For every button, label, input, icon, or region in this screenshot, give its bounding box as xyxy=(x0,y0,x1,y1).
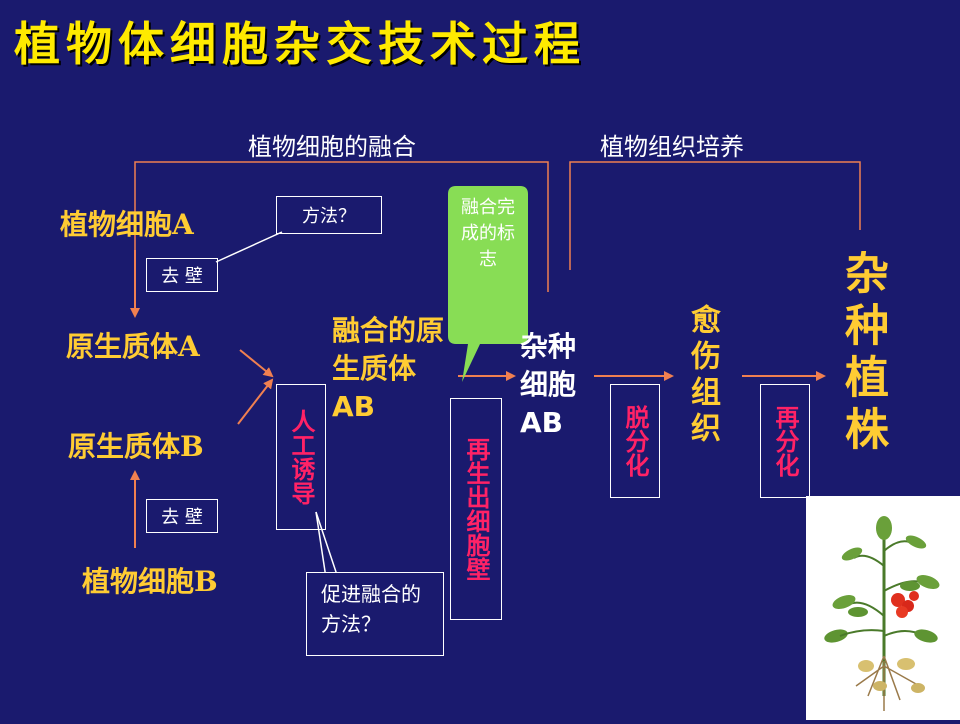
callus-label: 愈伤组织 xyxy=(685,304,720,448)
hybrid-plant-image xyxy=(806,496,960,720)
method-callout-pointer xyxy=(215,231,283,263)
plant-cell-b-label: 植物细胞B xyxy=(82,565,218,598)
protoplast-b-label: 原生质体B xyxy=(68,430,204,463)
induce-callout-pointer xyxy=(315,511,339,579)
artificial-induction-box: 人工诱导 xyxy=(276,384,326,530)
fusion-mark-text: 融合完成的标志 xyxy=(461,197,515,270)
tomato-potato-plant-icon xyxy=(824,516,940,711)
hybrid-plant-label: 杂种植株 xyxy=(837,250,888,458)
plant-cell-a-label: 植物细胞A xyxy=(60,208,194,241)
culture-bracket xyxy=(569,161,861,270)
page-title: 植物体细胞杂交技术过程 xyxy=(14,17,586,71)
dedifferentiation-box: 脱分化 xyxy=(610,384,660,498)
arrow-proto-b-to-fusion xyxy=(237,378,274,425)
remove-wall-a-box: 去 壁 xyxy=(146,258,218,292)
redifferentiation-box: 再分化 xyxy=(760,384,810,498)
hybrid-cell-label: 杂种细胞AB xyxy=(520,330,577,439)
induction-method-note: 促进融合的方法？ xyxy=(306,572,444,656)
fusion-header: 植物细胞的融合 xyxy=(248,133,416,161)
induce-callout-pointer-2 xyxy=(315,511,327,579)
fusion-mark-bubble xyxy=(448,186,528,382)
arrow-proto-a-to-fusion xyxy=(239,349,274,378)
regenerate-wall-box: 再生出细胞壁 xyxy=(450,398,502,620)
remove-wall-b-box: 去 壁 xyxy=(146,499,218,533)
protoplast-a-label: 原生质体A xyxy=(66,330,200,363)
method-question-box: 方法？ xyxy=(276,196,382,234)
fused-protoplast-label: 融合的原生质体AB xyxy=(332,314,445,423)
fusion-bracket xyxy=(134,161,549,292)
culture-header: 植物组织培养 xyxy=(600,133,744,161)
